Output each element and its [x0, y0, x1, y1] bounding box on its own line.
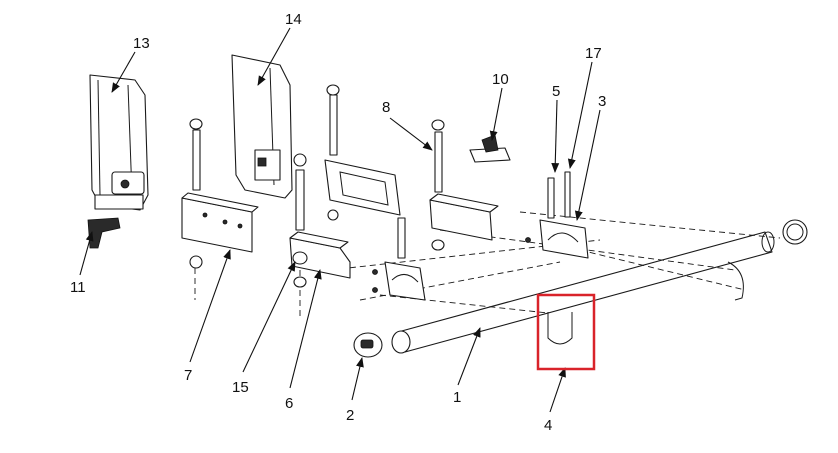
handle-11 [87, 217, 121, 249]
callout-13: 13 [133, 35, 150, 52]
callout-5: 5 [552, 83, 560, 100]
callout-7: 7 [184, 367, 192, 384]
callout-leaders [79, 27, 601, 413]
callout-15: 15 [232, 379, 249, 396]
callout-17: 17 [585, 45, 602, 62]
callout-2: 2 [346, 407, 354, 424]
clamp-center [372, 217, 426, 301]
callout-3: 3 [598, 93, 606, 110]
callout-1: 1 [453, 389, 461, 406]
callout-6: 6 [285, 395, 293, 412]
callout-10: 10 [492, 71, 509, 88]
frame-plate [324, 84, 401, 221]
clamp-3 [525, 171, 589, 259]
end-cap-left [353, 332, 383, 358]
plate-14 [231, 54, 293, 199]
u-hanger-part [547, 261, 744, 345]
callout-11: 11 [70, 279, 86, 296]
base-plate-7 [181, 118, 259, 269]
clamp-block-8 [429, 119, 499, 251]
end-cap-right [782, 219, 808, 245]
callout-14: 14 [285, 11, 302, 28]
callout-8: 8 [382, 99, 390, 116]
highlight-box [536, 293, 596, 371]
callout-4: 4 [544, 417, 552, 434]
block-6 [289, 153, 351, 288]
callout-labels: 13 14 8 10 5 17 3 11 7 15 6 2 1 4 [70, 11, 606, 434]
bracket-13 [89, 74, 149, 211]
latch-10 [469, 134, 511, 163]
